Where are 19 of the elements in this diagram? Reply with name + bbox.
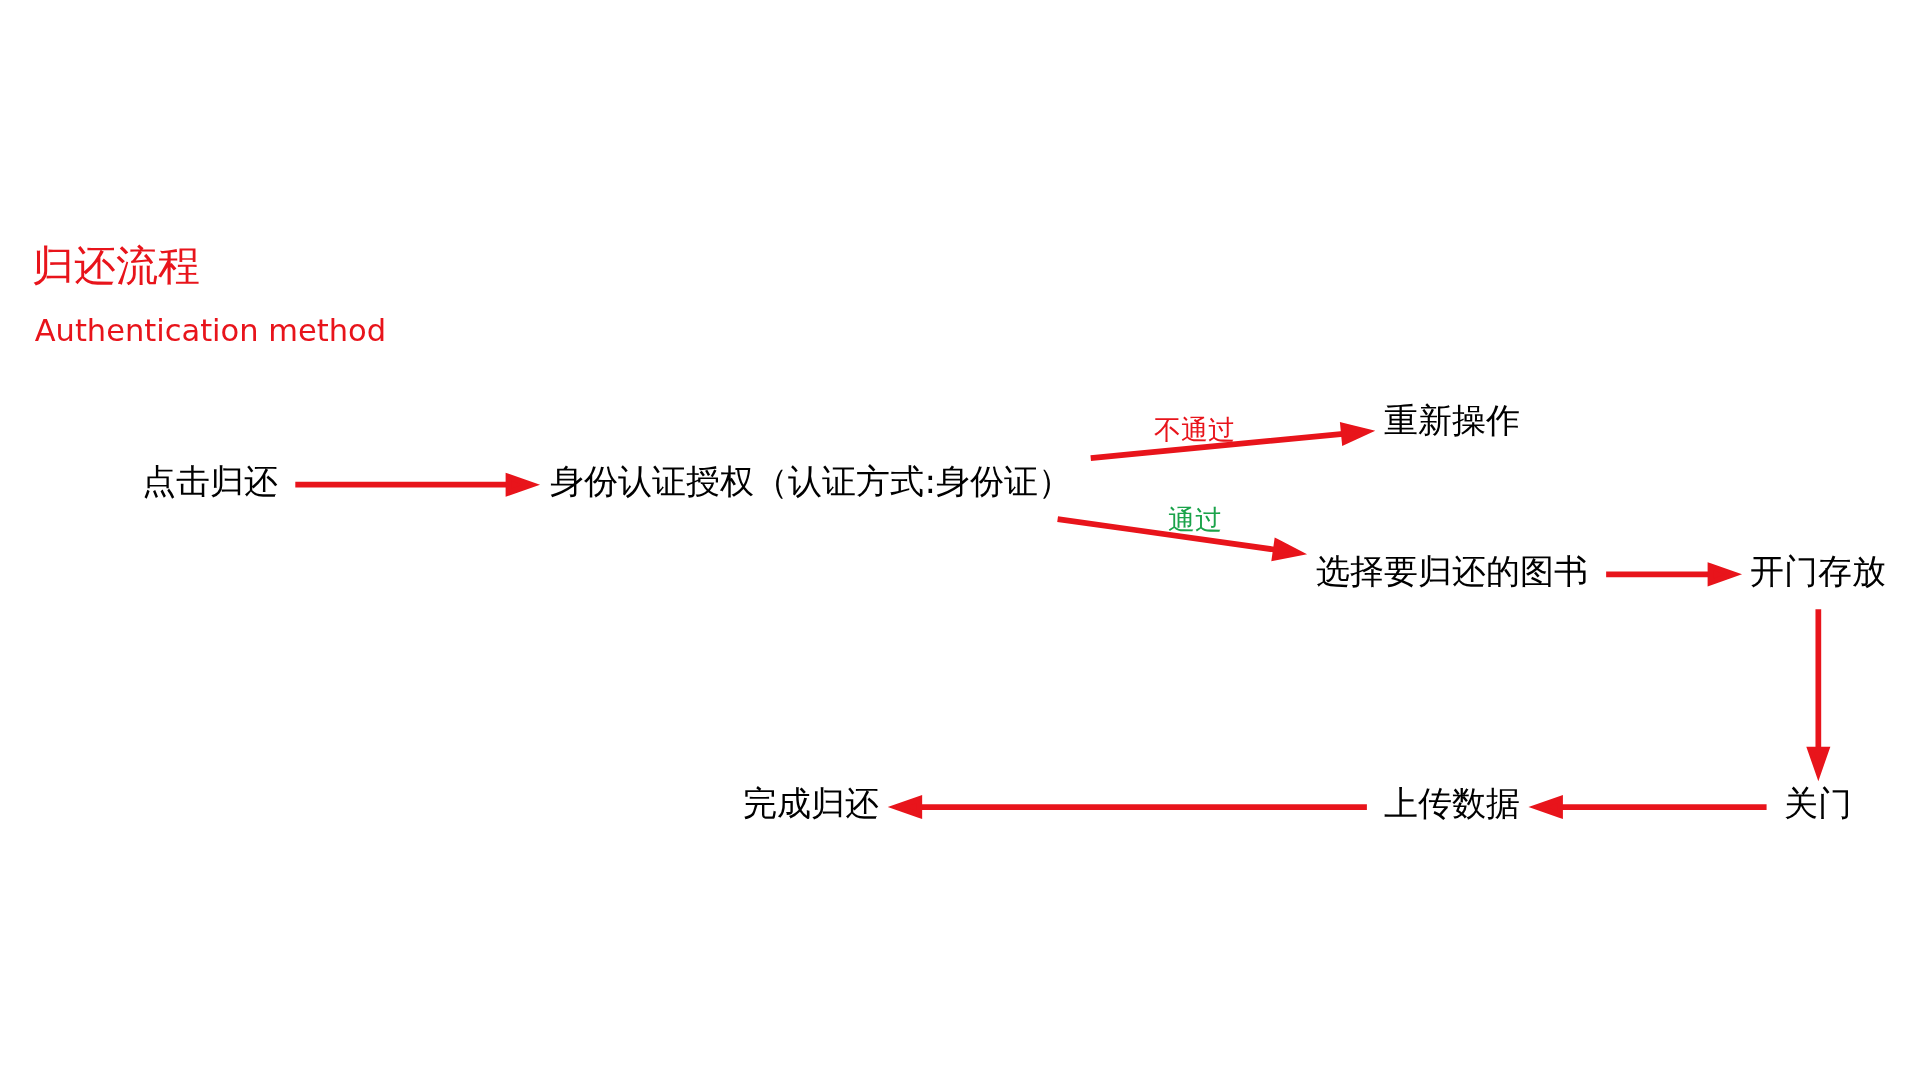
- node-text: 关门: [1784, 783, 1853, 824]
- node-text: 身份认证授权（认证方式:身份证）: [550, 461, 1073, 502]
- node-text: 重新操作: [1384, 400, 1521, 441]
- edge-label: 不通过: [1154, 414, 1236, 446]
- arrow: [1806, 609, 1831, 782]
- arrow: [1528, 795, 1767, 820]
- edge-label: 通过: [1167, 503, 1222, 535]
- arrow: [1057, 516, 1308, 562]
- node-text: 开门存放: [1750, 550, 1887, 591]
- node-text: 上传数据: [1384, 783, 1521, 824]
- arrow: [887, 795, 1367, 820]
- node-text: 选择要归还的图书: [1316, 550, 1589, 591]
- diagram-title: 归还流程: [31, 240, 200, 290]
- arrow: [1606, 562, 1742, 587]
- node-text: 点击归还: [142, 461, 279, 502]
- arrow: [1090, 422, 1376, 461]
- label: Authentication method: [34, 313, 387, 349]
- node-text: 完成归还: [743, 783, 880, 824]
- arrow: [295, 472, 541, 497]
